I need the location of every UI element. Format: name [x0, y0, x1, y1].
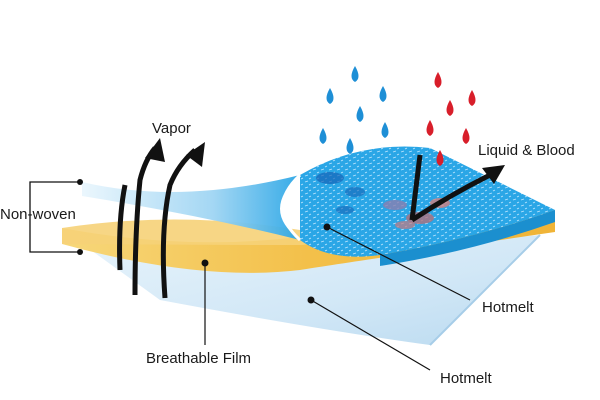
blood-drop-icon: [468, 90, 476, 106]
blood-drop-icon: [436, 150, 444, 166]
arrow-head-icon: [145, 138, 165, 162]
water-drop-icon: [326, 88, 334, 104]
water-drops: [319, 66, 389, 154]
label-liquid-blood: Liquid & Blood: [478, 142, 575, 159]
label-breathable-film: Breathable Film: [146, 350, 251, 367]
leader-hotmelt-upper: [326, 226, 471, 301]
blood-drop-icon: [426, 120, 434, 136]
water-drop-icon: [381, 122, 389, 138]
label-hotmelt-upper: Hotmelt: [482, 299, 535, 316]
water-drop-icon: [351, 66, 359, 82]
top-sheet: [300, 146, 555, 257]
water-drop-icon: [356, 106, 364, 122]
arrow-head-icon: [186, 142, 205, 167]
liquid-arrow: [409, 154, 505, 223]
label-non-woven: Non-woven: [0, 206, 76, 223]
arrow-head-icon: [482, 165, 505, 184]
blood-drop-icon: [446, 100, 454, 116]
top-flap-highlight: [281, 173, 302, 242]
blood-drop-icon: [462, 128, 470, 144]
pointer-dot: [77, 249, 83, 255]
pointer-dot: [323, 223, 331, 231]
top-sheet-edge: [380, 210, 555, 266]
label-hotmelt-lower: Hotmelt: [440, 370, 493, 387]
pointer-dot: [307, 296, 315, 304]
leader-hotmelt-lower: [310, 299, 431, 371]
pointer-dot: [77, 179, 83, 185]
water-drop-icon: [379, 86, 387, 102]
blood-drop-icon: [434, 72, 442, 88]
water-drop-icon: [319, 128, 327, 144]
leader-lines: [204, 226, 471, 371]
water-drop-icon: [346, 138, 354, 154]
pointer-dot: [201, 259, 209, 267]
bottom-film-edge: [429, 234, 541, 346]
blood-drops: [426, 72, 476, 166]
label-vapor: Vapor: [152, 120, 191, 137]
non-woven-bracket: [29, 181, 80, 253]
